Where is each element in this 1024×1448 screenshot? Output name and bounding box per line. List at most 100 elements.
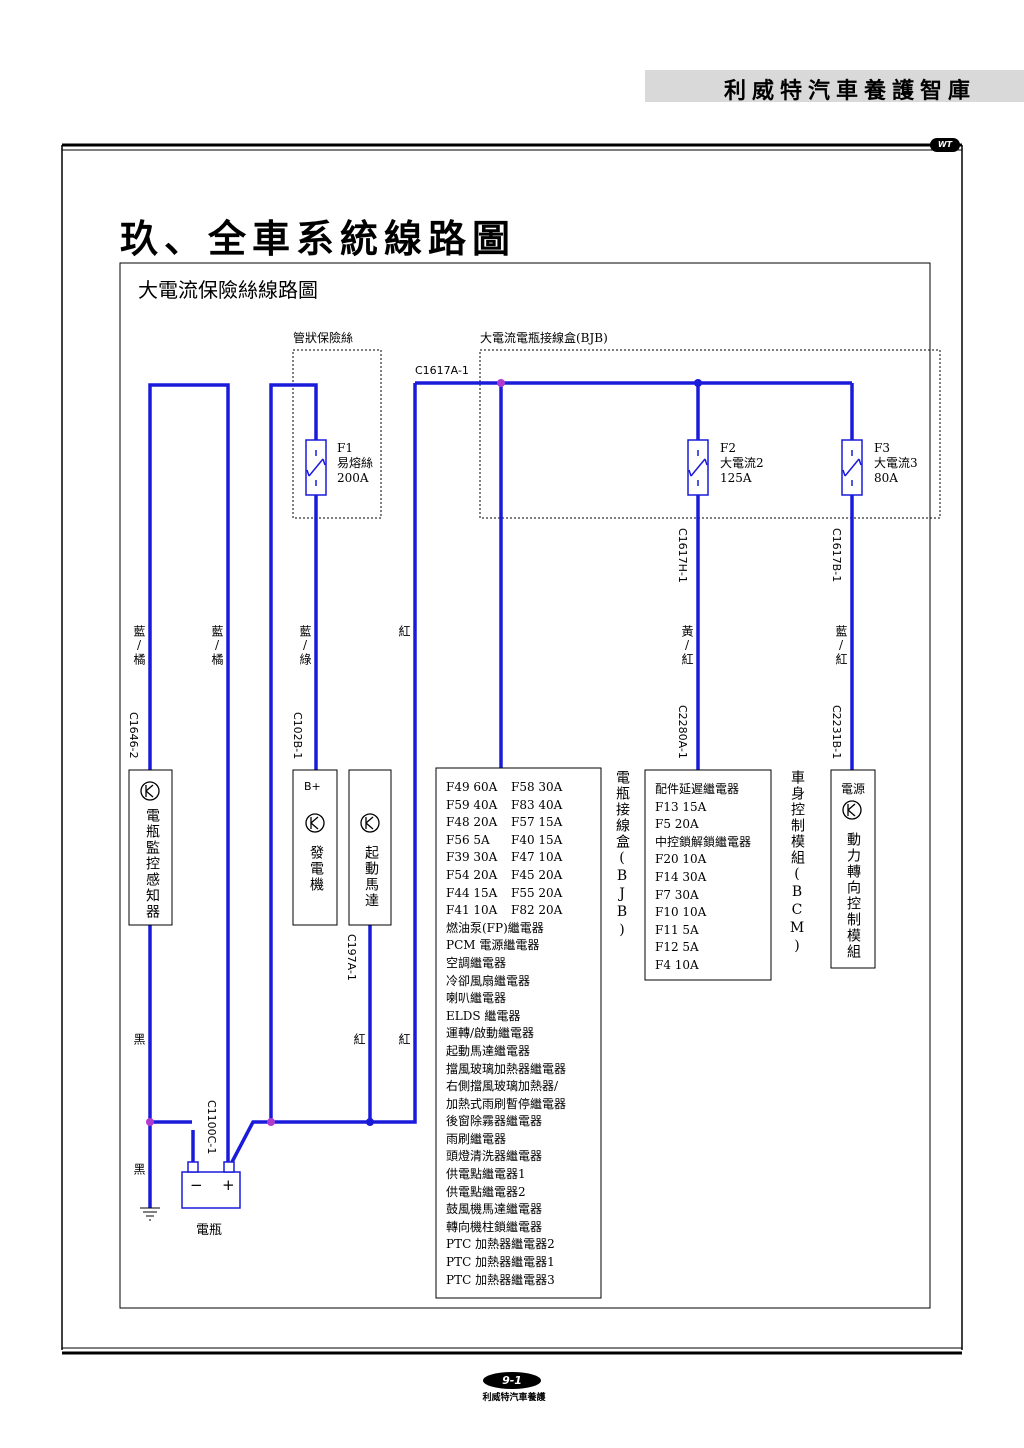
battery-sensor-box [128, 769, 173, 926]
alternator-box [292, 769, 338, 926]
fuse-f3-name: 大電流3 [874, 456, 918, 470]
list-item: 鼓風機馬達繼電器 [446, 1202, 543, 1217]
bjb-group-label: 大電流電瓶接線盒(BJB) [480, 331, 608, 345]
bjb-list-box [435, 767, 602, 1299]
list-item: PTC 加熱器繼電器1 [446, 1255, 555, 1270]
list-item: F13 15A [655, 799, 707, 814]
splice-bjb [497, 379, 505, 387]
footer-brand: 利威特汽車養護 [482, 1393, 546, 1403]
list-item: 冷卻風扇繼電器 [446, 973, 531, 988]
splice-alternator [267, 1118, 275, 1126]
wire-color-label: 黑 [132, 1033, 146, 1046]
list-item: PCM 電源繼電器 [446, 938, 540, 953]
fuse-f1-id: F1 [337, 441, 353, 455]
battery-plus: + [222, 1176, 235, 1194]
connector-c102b: C102B-1 [291, 712, 304, 760]
wire-battery-sensor-loop [148, 383, 230, 1162]
pscm-box [830, 769, 876, 969]
list-item: 右側擋風玻璃加熱器/ [446, 1079, 559, 1094]
connector-c1617h: C1617H-1 [676, 528, 689, 583]
list-item: 擋風玻璃加熱器繼電器 [446, 1061, 567, 1076]
battery-minus: − [190, 1176, 203, 1194]
list-item: 供電點繼電器2 [446, 1184, 526, 1199]
splice-f2 [694, 379, 702, 387]
list-item: 加熱式雨刷暫停繼電器 [446, 1096, 567, 1111]
fuse-f1-symbol [305, 439, 327, 496]
power-label: 電源 [841, 782, 866, 796]
list-item: F5 20A [655, 817, 699, 832]
list-item: 後窗除霧器繼電器 [446, 1114, 543, 1129]
pscm-label: 動力轉向控制模組 [845, 832, 861, 960]
fuse-f1-name: 易熔絲 [337, 456, 374, 470]
fuse-f3-label: F3 大電流3 80A [874, 441, 918, 486]
fuse-f3-symbol [841, 439, 863, 496]
list-item: F10 10A [655, 905, 707, 920]
bcm-list-box [644, 769, 772, 981]
list-item: 轉向機柱鎖繼電器 [446, 1219, 543, 1234]
page-title: 玖、全車系統線路圖 [120, 217, 517, 261]
starter-module-symbol [360, 813, 380, 833]
list-item: 供電點繼電器1 [446, 1167, 526, 1182]
sensor-module-symbol [140, 781, 160, 801]
list-item: 起動馬達繼電器 [446, 1043, 531, 1058]
battery-sensor-label: 電瓶監控感知器 [144, 808, 160, 920]
header-title: 利威特汽車養護智庫 [723, 79, 976, 104]
list-item: F7 30A [655, 887, 699, 902]
pscm-module-symbol [842, 800, 862, 820]
splice-ground [146, 1118, 154, 1126]
diagram-subtitle: 大電流保險絲線路圖 [138, 278, 318, 302]
connector-c1617b: C1617B-1 [830, 528, 843, 583]
list-item: 喇叭繼電器 [446, 991, 507, 1006]
wire-alternator-feed [269, 383, 318, 1122]
logo-badge: WT [930, 138, 960, 152]
connector-c1100c: C1100C-1 [205, 1100, 218, 1155]
list-item: F12 5A [655, 940, 699, 955]
bcm-fuse-list: 配件延遲繼電器 F13 15A F5 20A 中控鎖解鎖繼電器 F20 10A … [655, 781, 751, 975]
splice-starter [366, 1118, 374, 1126]
bcm-label: 車身控制模組(BCM) [789, 770, 805, 956]
fuse-f1-label: F1 易熔絲 200A [337, 441, 373, 486]
alternator-bplus-label: B+ [304, 780, 321, 793]
list-item: F20 10A [655, 852, 707, 867]
list-item: 空調繼電器 [446, 955, 507, 970]
fuse-f3-rating: 80A [874, 471, 898, 485]
fuse-f2-id: F2 [720, 441, 736, 455]
battery-symbol [181, 1161, 241, 1209]
starter-label: 起動馬達 [363, 845, 379, 909]
list-item: F4 10A [655, 957, 699, 972]
page-number: 9-1 [483, 1372, 541, 1389]
connector-c2231b: C2231B-1 [830, 705, 843, 760]
list-item: 運轉/啟動繼電器 [446, 1026, 535, 1041]
list-item: F14 30A [655, 869, 707, 884]
wire-color-label: 藍/橘 [132, 625, 146, 666]
fuse-f3-id: F3 [874, 441, 890, 455]
header-bar [645, 70, 1024, 102]
bjb-group-box [479, 349, 941, 519]
fuse-f2-rating: 125A [720, 471, 752, 485]
bjb-box-label: 電瓶接線盒(BJB) [614, 770, 630, 940]
list-item: 雨刷繼電器 [446, 1131, 507, 1146]
connector-c2280a: C2280A-1 [676, 705, 689, 759]
tube-fuse-box [292, 349, 382, 519]
wire-positive-feed [230, 383, 417, 1163]
starter-box [348, 769, 392, 926]
alternator-module-symbol [305, 813, 325, 833]
wire-color-label: 紅 [352, 1033, 366, 1046]
fuse-f2-symbol [687, 439, 709, 496]
list-item: 燃油泵(FP)繼電器 [446, 920, 544, 935]
wire-color-label: 黃/紅 [680, 625, 694, 666]
list-item: 頭燈清洗器繼電器 [446, 1149, 543, 1164]
ground-icon [140, 1207, 160, 1221]
connector-c197a: C197A-1 [345, 934, 358, 981]
